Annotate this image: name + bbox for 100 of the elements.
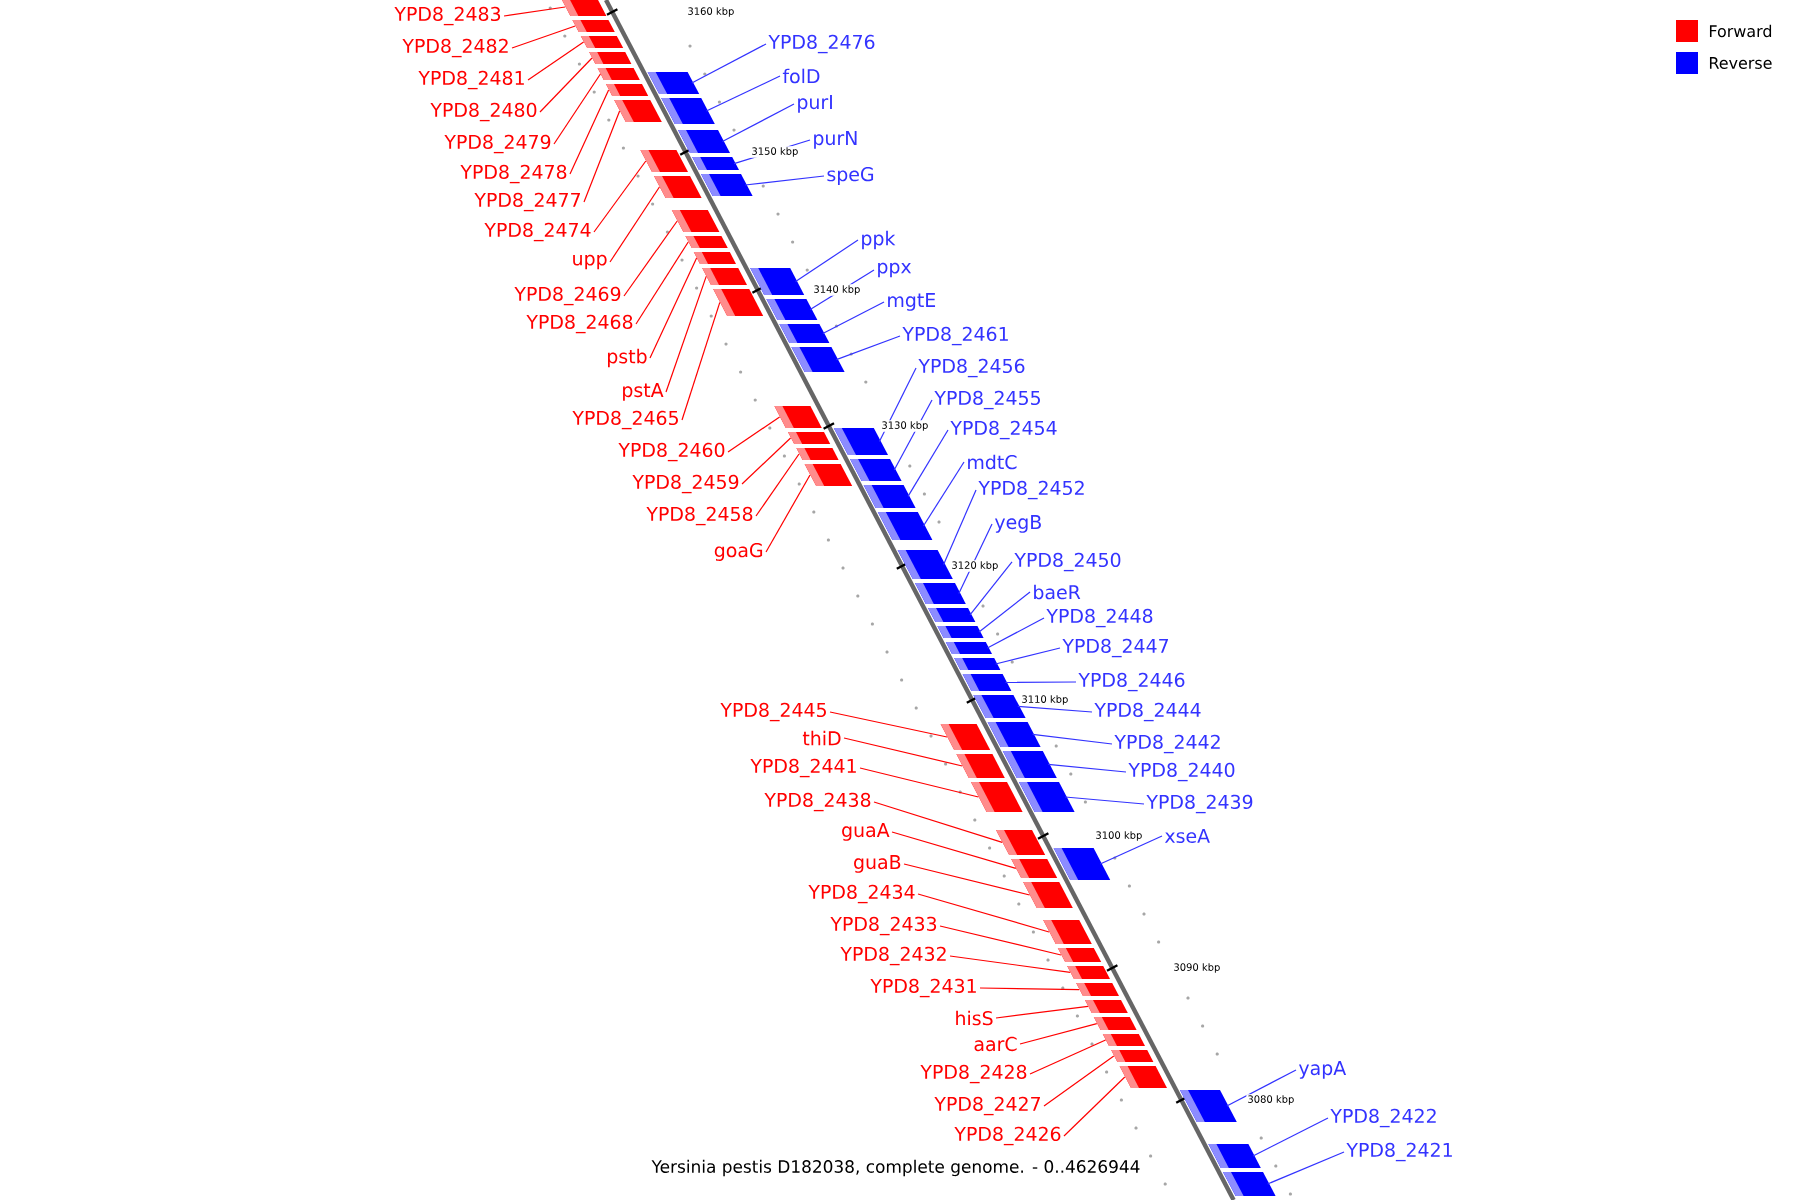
gene-label: YPD8_2481: [418, 70, 524, 90]
leader-line: [635, 241, 689, 325]
leader-line: [665, 275, 707, 393]
gene-block: [1085, 1000, 1128, 1013]
gene-block: [1119, 1066, 1167, 1088]
gene-block: [580, 36, 624, 48]
gene-label: YPD8_2455: [934, 390, 1040, 410]
gene-label: YPD8_2468: [526, 314, 633, 334]
leader-line: [755, 453, 800, 517]
leader-line: [583, 110, 621, 203]
gene-block: [692, 157, 739, 170]
gene-block: [1067, 966, 1110, 979]
gene-label: speG: [827, 167, 874, 185]
gene-label: YPD8_2465: [572, 410, 678, 430]
gene-block: [928, 608, 976, 622]
gene-block: [701, 174, 753, 196]
gene-label: folD: [782, 68, 820, 84]
leader-line: [765, 474, 811, 553]
gene-label: guaA: [842, 823, 890, 841]
gene-label: upp: [573, 254, 607, 270]
gene-block: [572, 20, 615, 32]
leader-line: [1043, 1055, 1115, 1107]
gene-label: YPD8_2427: [934, 1096, 1040, 1116]
gene-label: YPD8_2469: [514, 286, 621, 306]
gene-label: YPD8_2477: [474, 192, 580, 212]
gene-label: YPD8_2446: [1078, 672, 1185, 692]
gene-label: YPD8_2434: [808, 884, 915, 904]
gene-block: [877, 512, 933, 540]
leader-line: [503, 6, 566, 17]
gene-label: YPD8_2456: [918, 358, 1025, 378]
leader-line: [939, 925, 1062, 956]
gene-block: [1023, 882, 1073, 908]
leader-line: [986, 617, 1045, 649]
gene-block: [996, 830, 1046, 855]
leader-line: [995, 1005, 1089, 1019]
gene-label: yegB: [994, 515, 1041, 533]
gene-block: [685, 236, 728, 248]
leader-line: [1267, 1151, 1345, 1185]
gene-block: [915, 583, 966, 604]
leader-line: [623, 220, 678, 297]
leader-line: [822, 301, 885, 335]
gene-label: YPD8_2447: [1062, 638, 1168, 658]
gene-block: [661, 98, 715, 124]
gene-label: YPD8_2454: [950, 420, 1057, 440]
gene-block: [1076, 983, 1119, 996]
gene-block: [678, 130, 730, 153]
gene-block: [713, 289, 764, 316]
leader-line: [1064, 796, 1145, 805]
gene-label: YPD8_2431: [870, 978, 976, 998]
gene-label: YPD8_2448: [1046, 608, 1153, 628]
caption: Yersinia pestis D182038, complete genome. - 0..4626944: [651, 1159, 1140, 1177]
leader-line: [593, 160, 647, 233]
gene-label: YPD8_2440: [1128, 762, 1235, 782]
leader-line: [829, 711, 948, 738]
leader-line: [1029, 1039, 1107, 1075]
gene-label: YPD8_2432: [840, 946, 946, 966]
gene-block: [833, 428, 888, 455]
gene-label: YPD8_2482: [402, 38, 508, 58]
leader-line: [721, 103, 795, 143]
gene-block: [614, 100, 662, 122]
gene-block: [640, 150, 688, 172]
gene-block: [940, 724, 991, 750]
gene-label: yapA: [1298, 1061, 1347, 1079]
gene-block: [671, 210, 720, 232]
gene-block: [561, 0, 607, 16]
gene-block: [1111, 1050, 1154, 1062]
gene-block: [850, 459, 902, 481]
gene-block: [863, 485, 916, 508]
leader-line: [878, 367, 917, 443]
gene-block: [750, 268, 805, 295]
gene-label: ppx: [878, 262, 912, 278]
gene-label: YPD8_2439: [1146, 794, 1253, 814]
gene-block: [1102, 1034, 1145, 1046]
gene-label: YPD8_2433: [830, 916, 937, 936]
gene-label: YPD8_2438: [764, 792, 871, 812]
leader-line: [691, 43, 767, 84]
gene-block: [1180, 1090, 1237, 1122]
gene-label: purN: [814, 131, 857, 149]
gene-label: YPD8_2442: [1114, 734, 1220, 754]
gene-label: YPD8_2478: [460, 164, 567, 184]
leader-line: [917, 893, 1050, 933]
gene-label: YPD8_2441: [750, 758, 856, 778]
gene-block: [766, 299, 818, 320]
leader-line: [1252, 1117, 1329, 1157]
gene-label: goaG: [714, 543, 763, 561]
gene-label: YPD8_2458: [646, 506, 753, 526]
gene-block: [804, 464, 853, 486]
gene-label: xseA: [1164, 828, 1210, 844]
gene-label: YPD8_2459: [632, 474, 739, 494]
gene-label: YPD8_2421: [1346, 1142, 1452, 1162]
gene-block: [956, 754, 1005, 778]
gene-label: YPD8_2461: [902, 326, 1008, 346]
leader-line: [979, 987, 1080, 991]
gene-label: pstA: [623, 383, 664, 401]
leader-line: [969, 561, 1013, 616]
leader-line: [527, 41, 585, 81]
gene-block: [647, 72, 700, 94]
gene-block: [937, 626, 984, 638]
leader-line: [1063, 1076, 1126, 1137]
gene-block: [1208, 1144, 1261, 1168]
